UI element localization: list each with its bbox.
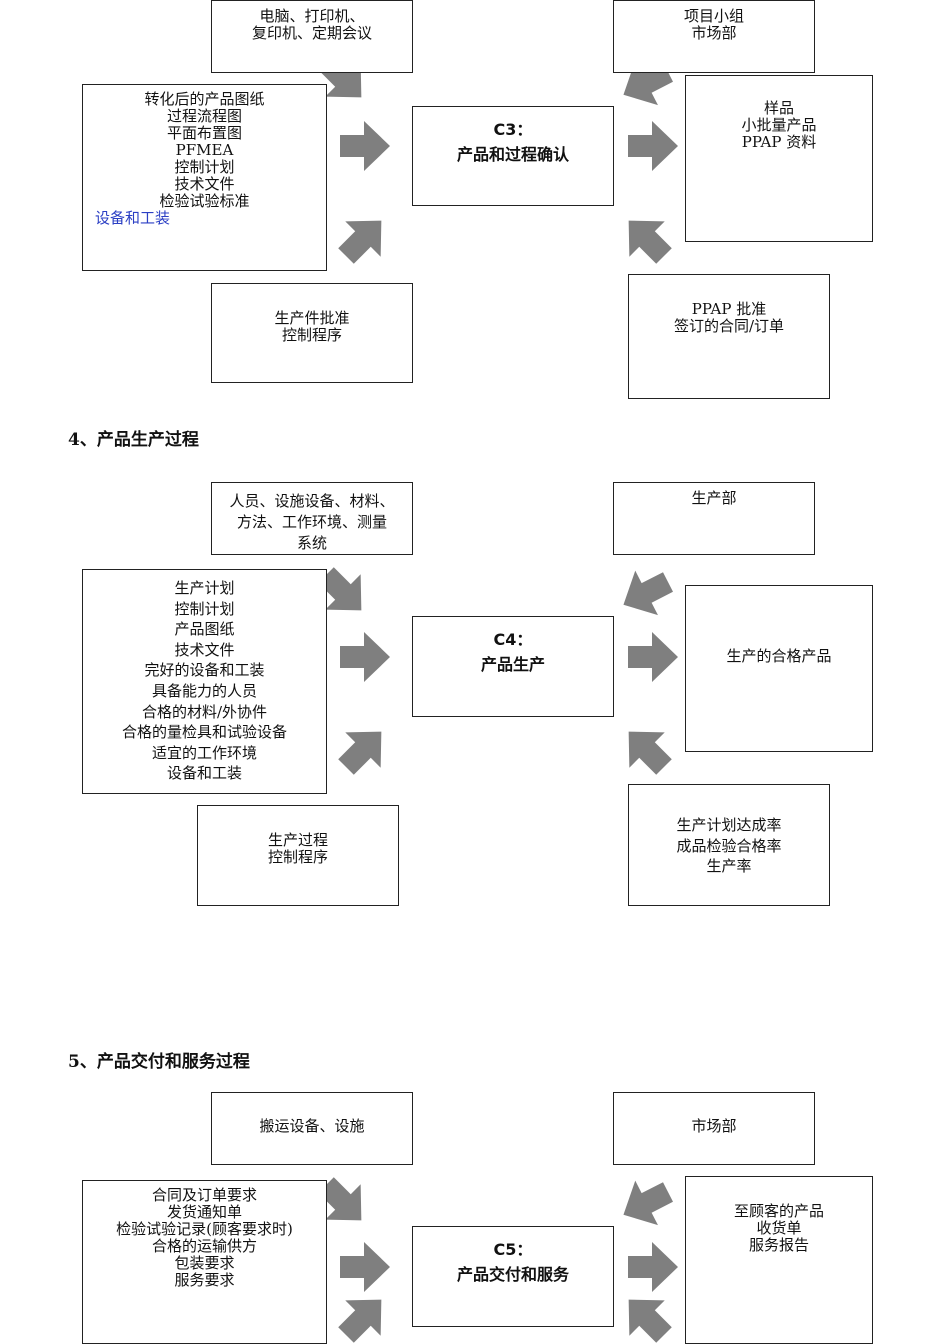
text-line: 发货通知单 [166, 1203, 242, 1221]
resources-box: 搬运设备、设施 [211, 1092, 413, 1165]
arrow-out-right [628, 121, 678, 171]
arrow-in-bottom [328, 202, 400, 274]
responsible-dept-box: 市场部 [613, 1092, 815, 1165]
outputs-box: 生产的合格产品 [685, 585, 873, 752]
resources-box: 人员、设施设备、材料、 方法、工作环境、测量 系统 [211, 482, 413, 555]
text-line: 检验试验记录(顾客要求时) [116, 1220, 293, 1238]
arrow-in-left [340, 632, 390, 682]
text-line: 合同及订单要求 [151, 1186, 257, 1204]
process-title: 产品和过程确认 [456, 145, 569, 164]
text-line: 市场部 [691, 1117, 737, 1135]
text-line: 人员、设施设备、材料、 [229, 492, 395, 510]
arrow-in-bottom-right [610, 1281, 682, 1344]
process-code: C3： [493, 120, 533, 139]
arrow-in-left [340, 121, 390, 171]
text-line: 过程流程图 [166, 107, 242, 125]
text-line: 生产率 [706, 857, 752, 876]
text-line-highlight: 设备和工装 [95, 209, 171, 227]
text-line: 搬运设备、设施 [259, 1117, 365, 1135]
text-line: 小批量产品 [741, 116, 817, 134]
text-line: 方法、工作环境、测量 [236, 513, 387, 531]
section-heading: 4、产品生产过程 [68, 430, 199, 450]
text-line: 设备和工装 [166, 764, 242, 783]
text-line: 检验试验标准 [159, 192, 250, 210]
process-box-c5: C5： 产品交付和服务 [412, 1226, 614, 1327]
text-line: 包装要求 [174, 1254, 235, 1272]
text-line: 控制程序 [267, 848, 328, 866]
kpi-box: PPAP 批准 签订的合同/订单 [628, 274, 830, 399]
arrow-in-bottom-right [610, 713, 682, 785]
kpi-box: 生产计划达成率 成品检验合格率 生产率 [628, 784, 830, 906]
text-line: 生产部 [691, 489, 737, 507]
procedure-box: 生产件批准 控制程序 [211, 283, 413, 383]
text-line: 项目小组 [683, 7, 744, 25]
outputs-box: 至顾客的产品 收货单 服务报告 [685, 1176, 873, 1344]
text-line: 市场部 [691, 24, 737, 42]
text-line: 产品图纸 [174, 620, 235, 639]
inputs-box: 合同及订单要求 发货通知单 检验试验记录(顾客要求时) 合格的运输供方 包装要求… [82, 1180, 327, 1344]
responsible-dept-box: 项目小组 市场部 [613, 0, 815, 73]
text-line: 至顾客的产品 [733, 1202, 824, 1220]
text-line: 控制程序 [281, 326, 342, 344]
text-line: 生产的合格产品 [726, 647, 832, 665]
inputs-box: 生产计划 控制计划 产品图纸 技术文件 完好的设备和工装 具备能力的人员 合格的… [82, 569, 327, 794]
text-line: 复印机、定期会议 [251, 24, 372, 42]
text-line: 控制计划 [174, 158, 235, 176]
procedure-box: 生产过程 控制程序 [197, 805, 399, 906]
text-line: 适宜的工作环境 [151, 743, 257, 762]
arrow-in-bottom [328, 713, 400, 785]
process-box-c4: C4： 产品生产 [412, 616, 614, 717]
text-line: 完好的设备和工装 [144, 661, 265, 680]
arrow-in-bottom [328, 1281, 400, 1344]
text-line: 服务要求 [174, 1271, 235, 1289]
process-code: C4： [493, 630, 533, 649]
text-line: 样品 [763, 99, 794, 117]
arrow-out-right [628, 632, 678, 682]
outputs-box: 样品 小批量产品 PPAP 资料 [685, 75, 873, 242]
text-line: PPAP 批准 [691, 300, 767, 318]
resources-box: 电脑、打印机、 复印机、定期会议 [211, 0, 413, 73]
text-line: 签订的合同/订单 [673, 317, 785, 335]
arrow-out-right [628, 1242, 678, 1292]
text-line: 成品检验合格率 [676, 836, 782, 855]
arrow-in-left [340, 1242, 390, 1292]
text-line: 合格的量检具和试验设备 [121, 723, 287, 742]
text-line: 合格的运输供方 [151, 1237, 257, 1255]
text-line: 技术文件 [174, 640, 235, 659]
text-line: 系统 [296, 534, 327, 552]
text-line: 控制计划 [174, 599, 235, 618]
text-line: 平面布置图 [166, 124, 242, 142]
text-line: 技术文件 [174, 175, 235, 193]
responsible-dept-box: 生产部 [613, 482, 815, 555]
text-line: 电脑、打印机、 [259, 7, 365, 25]
arrow-in-top-right [612, 1169, 680, 1237]
text-line: 生产计划 [174, 579, 235, 597]
text-line: 具备能力的人员 [151, 681, 257, 700]
process-code: C5： [493, 1240, 533, 1259]
text-line: 生产计划达成率 [676, 816, 782, 834]
text-line: 生产件批准 [274, 309, 350, 327]
arrow-in-bottom-right [610, 202, 682, 274]
text-line: 合格的材料/外协件 [141, 702, 268, 721]
text-line: 收货单 [756, 1219, 802, 1237]
text-line: 服务报告 [748, 1236, 809, 1254]
text-line: 转化后的产品图纸 [144, 90, 265, 108]
process-title: 产品生产 [480, 655, 545, 674]
process-box-c3: C3： 产品和过程确认 [412, 106, 614, 206]
arrow-in-top-right [612, 559, 680, 627]
process-title: 产品交付和服务 [456, 1265, 569, 1284]
text-line: 生产过程 [267, 831, 328, 849]
inputs-box: 转化后的产品图纸 过程流程图 平面布置图 PFMEA 控制计划 技术文件 检验试… [82, 84, 327, 271]
text-line: PFMEA [175, 141, 234, 159]
text-line: PPAP 资料 [741, 133, 817, 151]
section-heading: 5、产品交付和服务过程 [68, 1052, 250, 1072]
